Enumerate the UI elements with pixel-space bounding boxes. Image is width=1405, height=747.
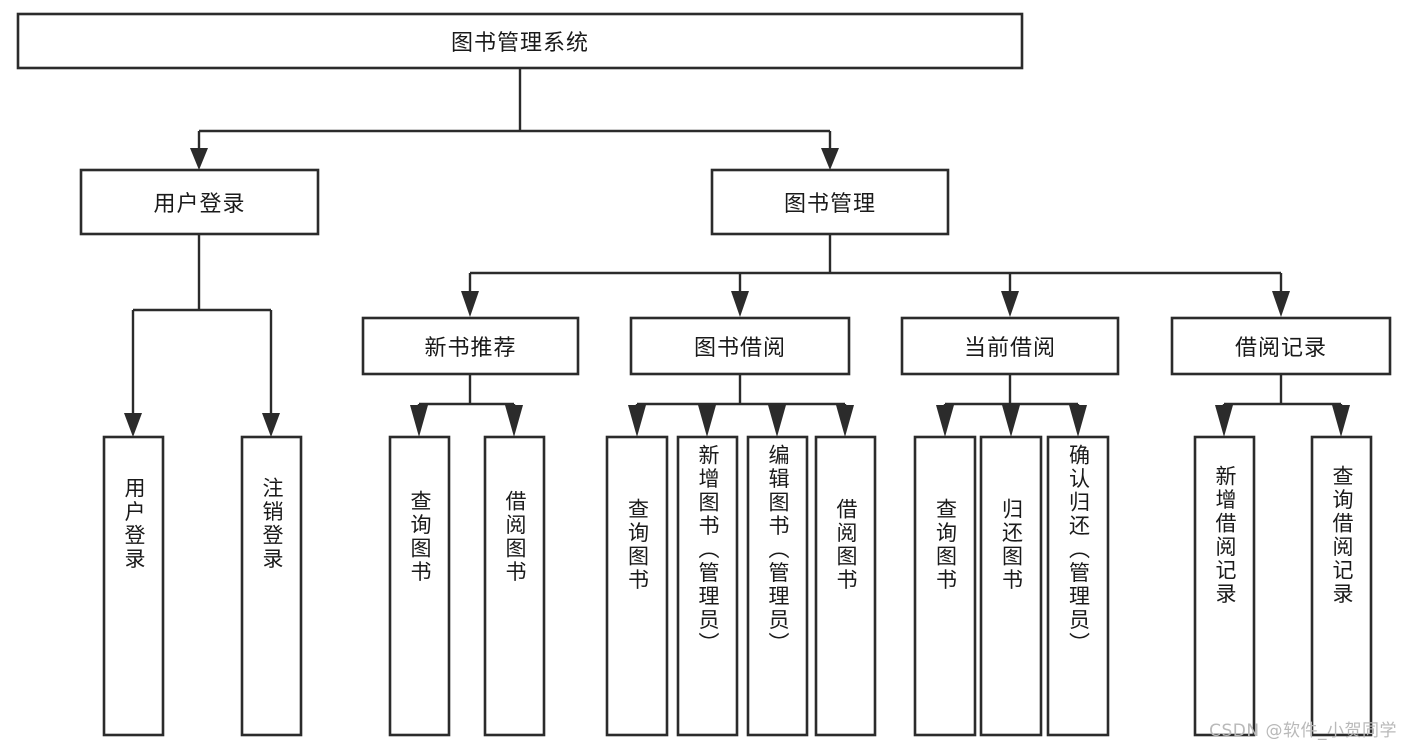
arrowhead-leaf-add-book: [698, 405, 716, 437]
arrowhead-leaf-edit-book: [768, 405, 786, 437]
node-box-leaf-return-book[interactable]: [979, 435, 1043, 737]
node-box-user-login[interactable]: [79, 168, 320, 236]
connector-group-new-book-rec: [410, 374, 523, 437]
arrowhead-leaf-confirm-return: [1069, 405, 1087, 437]
node-box-leaf-add-record[interactable]: [1193, 435, 1256, 737]
node-box-leaf-query-book-2[interactable]: [605, 435, 669, 737]
node-box-leaf-query-record[interactable]: [1310, 435, 1373, 737]
arrowhead-leaf-user-login: [124, 413, 142, 437]
arrowhead-leaf-add-record: [1215, 405, 1233, 437]
arrowhead-book-manage: [821, 148, 839, 170]
node-box-root[interactable]: [16, 12, 1024, 70]
node-box-new-book-rec[interactable]: [361, 316, 580, 376]
arrowhead-leaf-query-book-2: [628, 405, 646, 437]
node-box-leaf-add-book[interactable]: [676, 435, 739, 737]
arrowhead-leaf-logout: [262, 413, 280, 437]
arrowhead-leaf-query-record: [1332, 405, 1350, 437]
connector-group-current-borrow: [936, 374, 1087, 437]
node-box-borrow-record[interactable]: [1170, 316, 1392, 376]
node-box-leaf-borrow-book-2[interactable]: [814, 435, 877, 737]
node-box-leaf-user-login[interactable]: [102, 435, 165, 737]
node-box-leaf-query-book-3[interactable]: [913, 435, 977, 737]
connector-group-book-manage: [461, 234, 1290, 317]
arrowhead-leaf-query-book-3: [936, 405, 954, 437]
arrowhead-leaf-borrow-book-2: [836, 405, 854, 437]
arrowhead-leaf-query-book-1: [410, 405, 428, 437]
arrowhead-new-book-rec: [461, 291, 479, 317]
node-box-book-borrow[interactable]: [629, 316, 851, 376]
connector-group-book-borrow: [628, 374, 854, 437]
node-box-leaf-logout[interactable]: [240, 435, 303, 737]
node-box-leaf-confirm-return[interactable]: [1046, 435, 1110, 737]
arrowhead-user-login: [190, 148, 208, 170]
connector-group-root: [190, 68, 839, 170]
node-box-leaf-edit-book[interactable]: [746, 435, 809, 737]
arrowhead-borrow-record: [1272, 291, 1290, 317]
connector-group-borrow-record: [1215, 374, 1350, 437]
arrowhead-leaf-return-book: [1002, 405, 1020, 437]
node-box-leaf-query-book-1[interactable]: [388, 435, 451, 737]
connector-group-user-login: [124, 234, 280, 437]
arrowhead-leaf-borrow-book-1: [505, 405, 523, 437]
node-box-book-manage[interactable]: [710, 168, 950, 236]
node-box-leaf-borrow-book-1[interactable]: [483, 435, 546, 737]
arrowhead-book-borrow: [731, 291, 749, 317]
arrowhead-current-borrow: [1001, 291, 1019, 317]
node-box-current-borrow[interactable]: [900, 316, 1120, 376]
